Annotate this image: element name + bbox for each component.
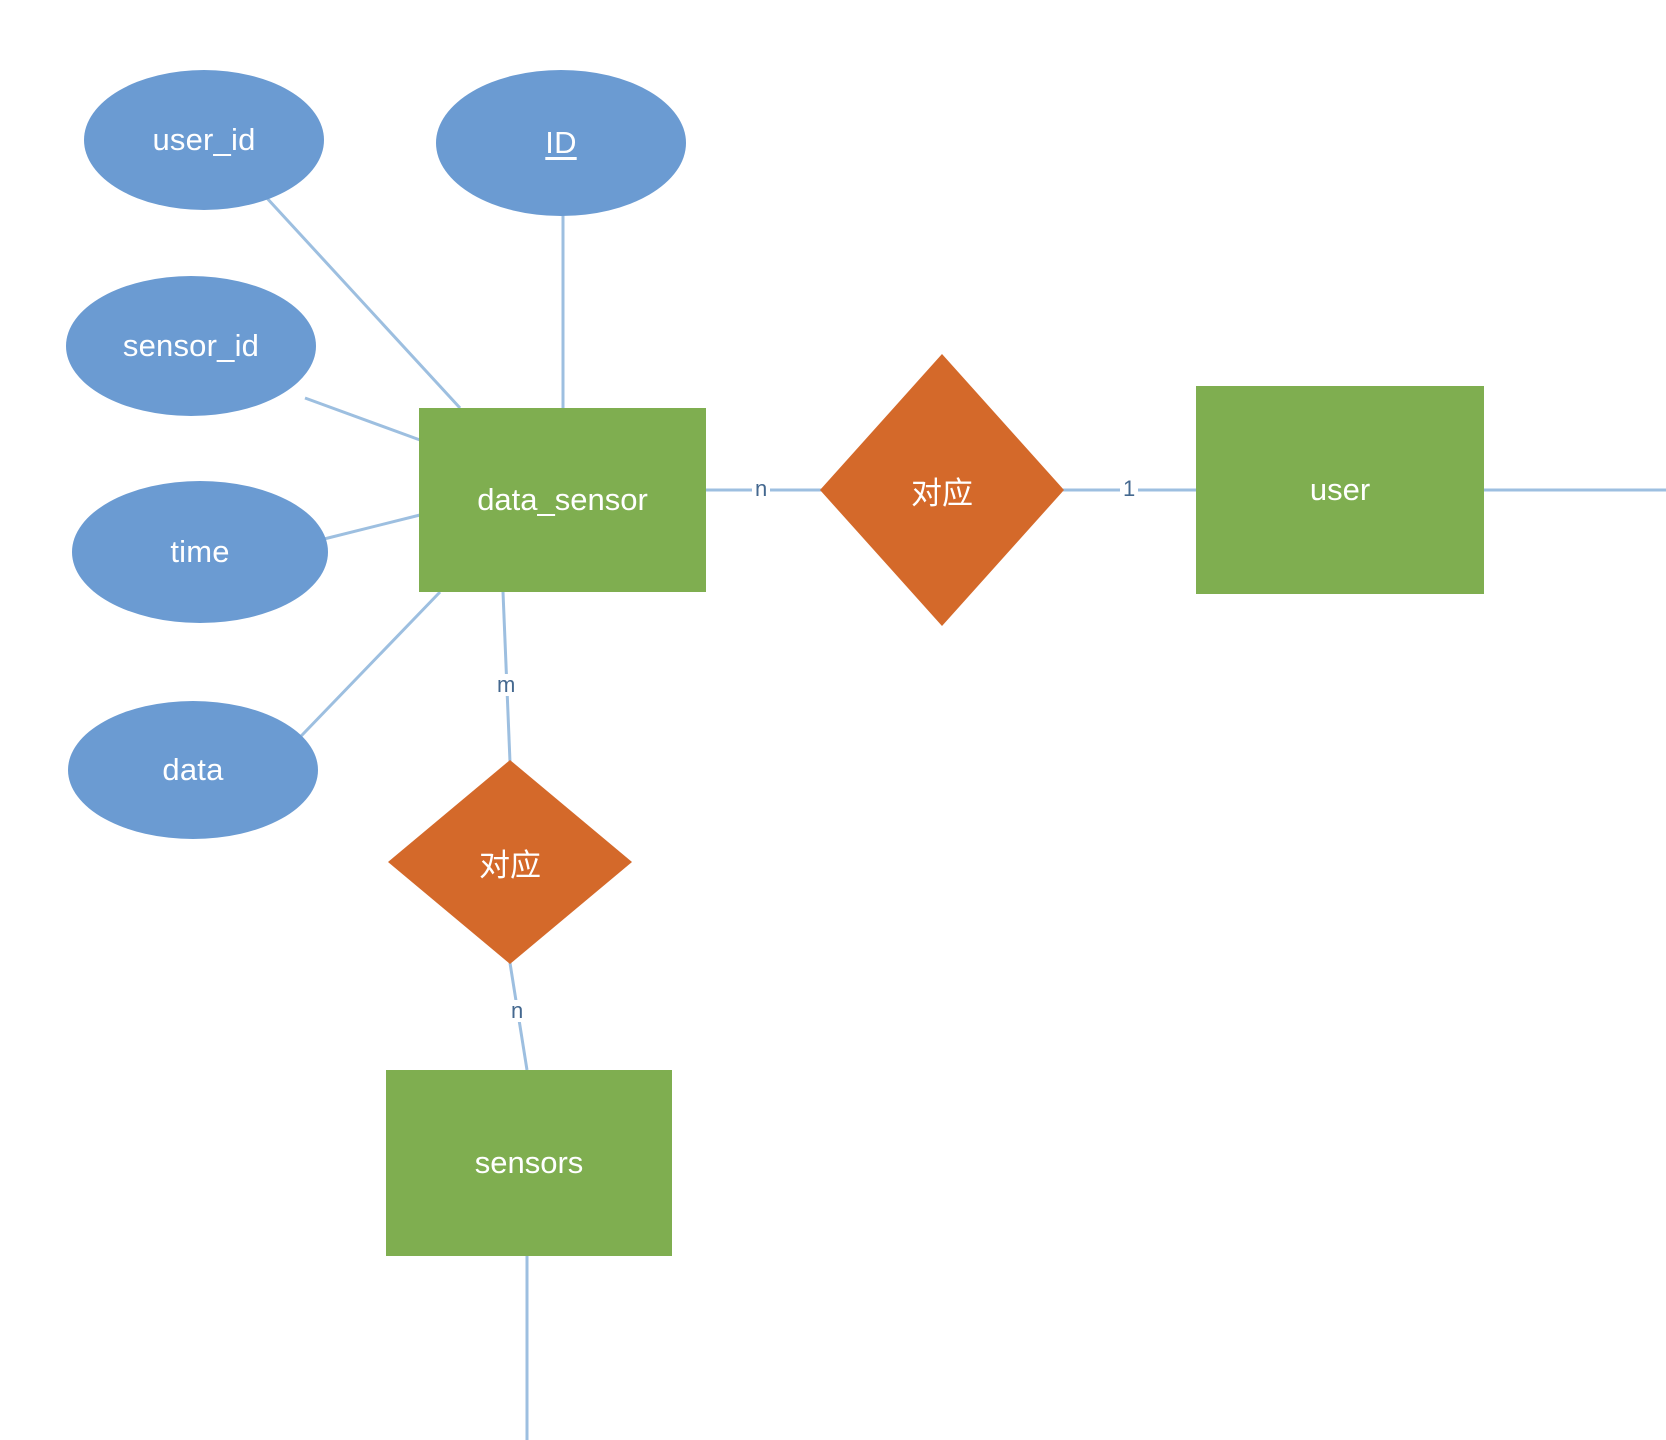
- attribute-id[interactable]: ID: [436, 70, 686, 216]
- relationship-rel_sensors[interactable]: 对应: [388, 760, 632, 964]
- relationship-rel_sensors-label: 对应: [479, 847, 541, 883]
- attribute-id-label: ID: [545, 125, 577, 160]
- entity-data_sensor[interactable]: data_sensor: [419, 408, 706, 592]
- entity-user[interactable]: user: [1196, 386, 1484, 594]
- entity-data_sensor-label: data_sensor: [477, 482, 648, 517]
- attribute-time-label: time: [170, 534, 230, 569]
- edge-user_id-data_sensor: [263, 194, 462, 410]
- attribute-user_id-label: user_id: [152, 122, 256, 157]
- relationship-rel_user-label: 对应: [911, 475, 973, 511]
- edge-time-data_sensor: [319, 513, 421, 542]
- entity-user-label: user: [1309, 472, 1371, 507]
- relationship-rel_user[interactable]: 对应: [820, 354, 1064, 626]
- attribute-sensor_id[interactable]: sensor_id: [66, 276, 316, 416]
- cardinality-m-data_sensor-sensors: m: [494, 674, 519, 696]
- cardinality-1-user: 1: [1120, 478, 1139, 500]
- edge-sensor_id-data_sensor: [304, 396, 421, 442]
- attribute-user_id[interactable]: user_id: [84, 70, 324, 210]
- cardinality-n-sensors: n: [508, 1000, 527, 1022]
- entity-sensors-label: sensors: [474, 1145, 584, 1180]
- attribute-sensor_id-label: sensor_id: [122, 328, 260, 363]
- attribute-data[interactable]: data: [68, 701, 318, 839]
- entity-sensors[interactable]: sensors: [386, 1070, 672, 1256]
- attribute-time[interactable]: time: [72, 481, 328, 623]
- cardinality-n-data_sensor-user: n: [752, 478, 771, 500]
- edge-data-data_sensor: [276, 590, 442, 762]
- attribute-data-label: data: [162, 752, 224, 787]
